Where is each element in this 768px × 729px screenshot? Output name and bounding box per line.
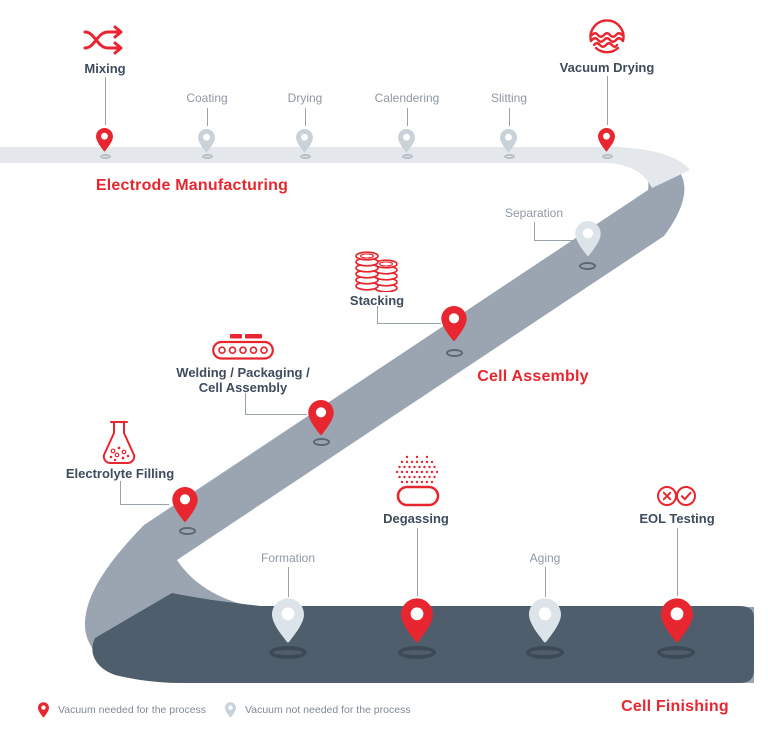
- road-hole: [100, 154, 111, 159]
- connector-line-vacuum-drying: [607, 76, 608, 125]
- road-hole: [202, 154, 213, 159]
- connector-line-aging: [545, 567, 546, 597]
- road-hole: [179, 527, 196, 535]
- pin-electrolyte-filling: [172, 487, 198, 523]
- pin-mixing: [96, 128, 113, 152]
- degassing-icon: [395, 455, 440, 507]
- stage-title-cell-assembly: Cell Assembly: [477, 368, 589, 385]
- legend-item-vacuum-not-needed: Vacuum not needed for the process: [225, 702, 411, 718]
- eol-testing-icon: [657, 486, 696, 506]
- pin-separation: [575, 221, 601, 257]
- flask-icon: [102, 421, 136, 464]
- legend-gray-pin-icon: [225, 702, 236, 718]
- connector-line-mixing: [105, 77, 106, 125]
- pin-eol-testing: [661, 598, 693, 643]
- road-hole: [579, 262, 596, 270]
- legend-red-pin-icon: [38, 702, 49, 718]
- connector-line-calendering: [407, 108, 408, 126]
- step-label-formation: Formation: [260, 551, 316, 565]
- step-label-coating: Coating: [186, 91, 228, 105]
- stage-title-electrode-manufacturing: Electrode Manufacturing: [95, 177, 289, 194]
- road-hole: [657, 646, 695, 659]
- step-label-welding-line2: Cell Assembly: [198, 380, 288, 395]
- road-hole: [504, 154, 515, 159]
- step-label-mixing: Mixing: [84, 61, 126, 76]
- road-hole: [402, 154, 413, 159]
- step-label-aging: Aging: [529, 551, 561, 565]
- step-label-slitting: Slitting: [490, 91, 528, 105]
- step-label-eol-testing: EOL Testing: [639, 511, 715, 526]
- legend-label-vacuum-not-needed: Vacuum not needed for the process: [245, 704, 411, 716]
- connector-line-coating: [207, 108, 208, 126]
- connector-line-welding: [245, 393, 307, 415]
- step-label-electrolyte-filling: Electrolyte Filling: [65, 466, 175, 481]
- step-label-welding: Welding / Packaging / Cell Assembly: [176, 365, 309, 395]
- connector-line-stacking: [377, 306, 441, 324]
- legend-item-vacuum-needed: Vacuum needed for the process: [38, 702, 206, 718]
- pin-formation: [272, 598, 304, 643]
- road-cell-finishing-segment: [92, 593, 755, 683]
- connector-line-eol: [677, 528, 678, 596]
- connector-line-electrolyte: [120, 481, 169, 505]
- connector-line-separation: [534, 222, 577, 241]
- connector-line-formation: [288, 567, 289, 597]
- step-label-separation: Separation: [504, 206, 564, 220]
- pin-coating: [198, 129, 215, 153]
- step-label-welding-line1: Welding / Packaging /: [176, 365, 310, 380]
- step-label-drying: Drying: [287, 91, 323, 105]
- step-label-degassing: Degassing: [383, 511, 449, 526]
- mixing-icon: [83, 25, 123, 55]
- pin-drying: [296, 129, 313, 153]
- road-hole: [269, 646, 307, 659]
- road-hole: [526, 646, 564, 659]
- connector-line-drying: [305, 108, 306, 126]
- stage-title-cell-finishing: Cell Finishing: [621, 698, 729, 715]
- pin-degassing: [401, 598, 433, 643]
- connector-line-degassing: [417, 528, 418, 596]
- pin-aging: [529, 598, 561, 643]
- connector-line-slitting: [509, 108, 510, 126]
- pin-vacuum-drying: [598, 128, 615, 152]
- road-electrode-segment: [0, 147, 690, 188]
- pin-stacking: [441, 306, 467, 342]
- conveyor-icon: [212, 334, 274, 360]
- road-hole: [313, 438, 330, 446]
- legend-label-vacuum-needed: Vacuum needed for the process: [58, 704, 207, 716]
- stacking-icon: [355, 251, 398, 292]
- road-hole: [398, 646, 436, 659]
- step-label-stacking: Stacking: [349, 293, 405, 308]
- vacuum-drying-icon: [589, 19, 625, 54]
- pin-slitting: [500, 129, 517, 153]
- pin-welding: [308, 400, 334, 436]
- step-label-vacuum-drying: Vacuum Drying: [559, 60, 655, 75]
- road-hole: [602, 154, 613, 159]
- road-cell-assembly-segment: [85, 147, 754, 683]
- pin-calendering: [398, 129, 415, 153]
- road-hole: [300, 154, 311, 159]
- road-hole: [446, 349, 463, 357]
- step-label-calendering: Calendering: [374, 91, 440, 105]
